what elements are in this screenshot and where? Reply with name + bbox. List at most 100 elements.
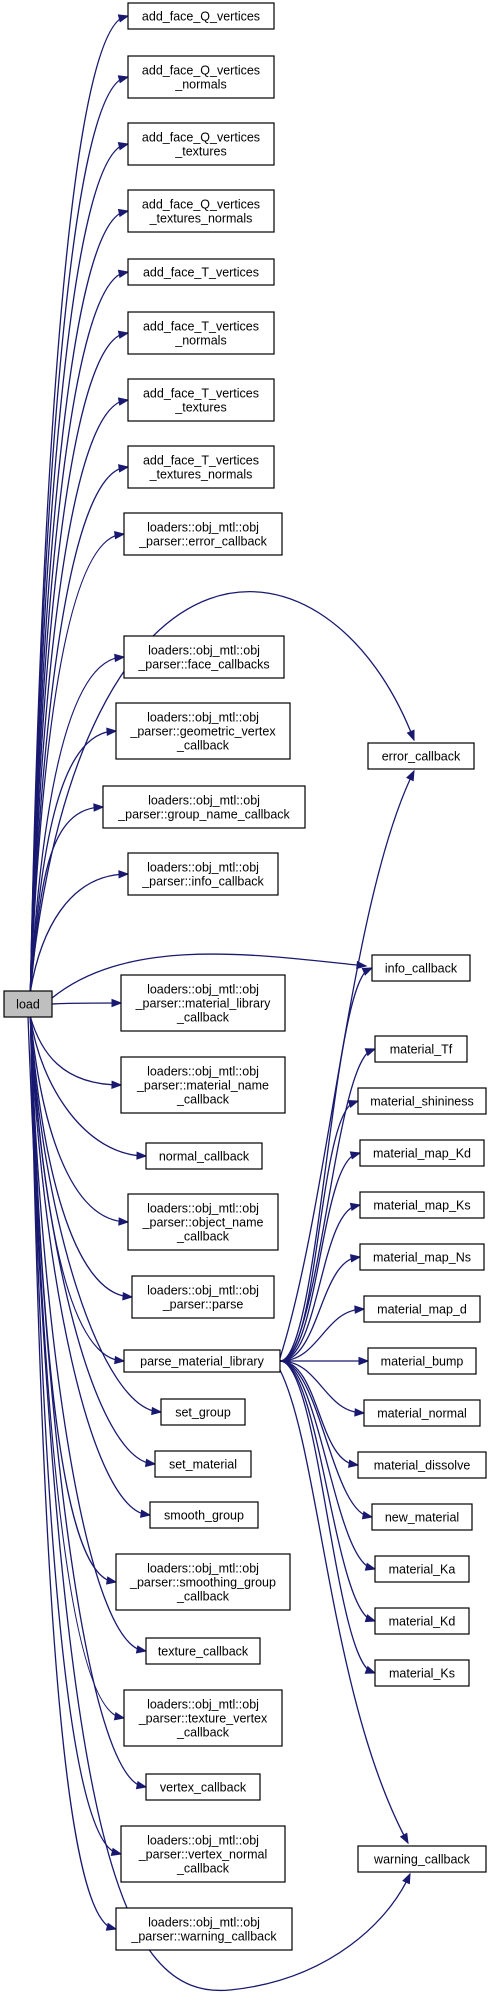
node-material-dissolve[interactable]: material_dissolve: [357, 1451, 487, 1479]
edge-load-to-add_face_T_vertices_textures: [29, 399, 129, 992]
node-label-line: normal_callback: [159, 1150, 250, 1164]
node-label-line: loaders::obj_mtl::obj: [148, 1916, 260, 1930]
node-label-line: material_dissolve: [374, 1459, 471, 1473]
node-parser-face-callbacks[interactable]: loaders::obj_mtl::obj_parser::face_callb…: [123, 635, 285, 679]
node-box: [357, 1451, 487, 1479]
node-material-Ks[interactable]: material_Ks: [374, 1659, 470, 1687]
edge-parse_material_library-to-material_Ka: [279, 1360, 376, 1570]
edge-parse_material_library-to-material_map_d: [279, 1308, 365, 1362]
node-add-face-T-vertices-textures-normals[interactable]: add_face_T_vertices_textures_normals: [127, 445, 275, 489]
edge-load-to-error_callback: [29, 591, 415, 992]
arrowhead-load-to-parser_smoothing_group_callback: [105, 1576, 118, 1585]
node-label-line: loaders::obj_mtl::obj: [147, 1562, 259, 1576]
node-parse-material-library[interactable]: parse_material_library: [123, 1349, 281, 1373]
node-box: [359, 1243, 485, 1271]
node-label-line: _textures_normals: [149, 468, 253, 482]
edge-parse_material_library-to-warning_callback: [279, 1369, 409, 1844]
node-add-face-Q-vertices[interactable]: add_face_Q_vertices: [127, 2, 275, 30]
node-material-map-Ks[interactable]: material_map_Ks: [359, 1191, 485, 1219]
node-label-line: smooth_group: [164, 1509, 244, 1523]
node-parser-group-name-callback[interactable]: loaders::obj_mtl::obj_parser::group_name…: [102, 785, 306, 829]
edge-load-to-texture_callback: [29, 1016, 147, 1652]
node-material-shininess[interactable]: material_shininess: [357, 1087, 487, 1115]
node-label-line: material_Ks: [389, 1667, 455, 1681]
arrowhead-load-to-add_face_Q_vertices_textures_normals: [117, 208, 130, 218]
node-label-line: _parser::vertex_normal: [138, 1848, 268, 1862]
node-label-line: _parser::geometric_vertex: [129, 725, 276, 739]
node-label-line: _textures: [174, 145, 226, 159]
node-material-Tf[interactable]: material_Tf: [374, 1035, 468, 1063]
node-material-map-Kd[interactable]: material_map_Kd: [359, 1139, 485, 1167]
edge-load-to-parser_group_name_callback: [29, 806, 104, 992]
node-box: [115, 1907, 293, 1951]
node-material-Ka[interactable]: material_Ka: [374, 1555, 470, 1583]
node-add-face-Q-vertices-normals[interactable]: add_face_Q_vertices_normals: [127, 55, 275, 99]
node-normal-callback[interactable]: normal_callback: [145, 1142, 263, 1170]
arrowhead-load-to-add_face_Q_vertices: [117, 14, 130, 23]
node-parser-warning-callback[interactable]: loaders::obj_mtl::obj_parser::warning_ca…: [115, 1907, 293, 1951]
node-box: [127, 1193, 279, 1251]
node-parser-object-name-callback[interactable]: loaders::obj_mtl::obj_parser::object_nam…: [127, 1193, 279, 1251]
node-material-map-Ns[interactable]: material_map_Ns: [359, 1243, 485, 1271]
node-label-line: new_material: [385, 1511, 459, 1525]
node-add-face-T-vertices-textures[interactable]: add_face_T_vertices_textures: [127, 378, 275, 422]
edge-load-to-add_face_T_vertices_textures_normals: [29, 466, 129, 992]
node-error-callback[interactable]: error_callback: [367, 742, 475, 770]
edge-load-to-add_face_Q_vertices_textures: [29, 143, 129, 992]
node-parser-vertex-normal-callback[interactable]: loaders::obj_mtl::obj_parser::vertex_nor…: [120, 1825, 286, 1883]
arrowhead-load-to-add_face_T_vertices: [117, 269, 130, 279]
node-parser-texture-vertex-callback[interactable]: loaders::obj_mtl::obj_parser::texture_ve…: [123, 1689, 283, 1747]
node-label-line: material_map_d: [377, 1303, 467, 1317]
node-box: [359, 1191, 485, 1219]
node-box: [363, 1399, 481, 1427]
node-box: [127, 258, 275, 286]
node-label-line: add_face_Q_vertices: [142, 198, 260, 212]
node-new-material[interactable]: new_material: [371, 1503, 473, 1531]
node-material-bump[interactable]: material_bump: [367, 1347, 477, 1375]
node-add-face-Q-vertices-textures-normals[interactable]: add_face_Q_vertices_textures_normals: [127, 189, 275, 233]
node-label-line: parse_material_library: [140, 1355, 264, 1369]
node-info-callback[interactable]: info_callback: [371, 954, 471, 982]
node-add-face-T-vertices[interactable]: add_face_T_vertices: [127, 258, 275, 286]
node-label-line: _callback: [176, 1230, 230, 1244]
node-parser-material-library-callback[interactable]: loaders::obj_mtl::obj_parser::material_l…: [120, 974, 286, 1032]
arrowhead-parse_material_library-to-material_normal: [354, 1408, 366, 1417]
arrowhead-load-to-warning_callback: [402, 1872, 411, 1885]
node-vertex-callback[interactable]: vertex_callback: [145, 1773, 261, 1801]
node-material-map-d[interactable]: material_map_d: [363, 1295, 481, 1323]
node-label-line: add_face_Q_vertices: [142, 10, 260, 24]
node-parser-material-name-callback[interactable]: loaders::obj_mtl::obj_parser::material_n…: [120, 1056, 286, 1114]
arrowhead-load-to-add_face_Q_vertices_textures: [117, 141, 130, 151]
node-parser-parse[interactable]: loaders::obj_mtl::obj_parser::parse: [131, 1275, 275, 1319]
edge-load-to-parser_face_callbacks: [29, 656, 125, 992]
node-load[interactable]: load: [3, 990, 53, 1018]
node-parser-smoothing-group-callback[interactable]: loaders::obj_mtl::obj_parser::smoothing_…: [115, 1553, 291, 1611]
arrowhead-parse_material_library-to-material_Ka: [364, 1562, 377, 1571]
node-label-line: _normals: [174, 334, 226, 348]
edge-parse_material_library-to-material_dissolve: [279, 1360, 359, 1466]
arrowhead-load-to-parser_material_name_callback: [111, 1080, 123, 1090]
node-parser-info-callback[interactable]: loaders::obj_mtl::obj_parser::info_callb…: [127, 852, 279, 896]
node-label-line: loaders::obj_mtl::obj: [147, 983, 259, 997]
node-set-material[interactable]: set_material: [154, 1450, 252, 1478]
node-box: [357, 1845, 487, 1873]
node-material-Kd[interactable]: material_Kd: [374, 1607, 470, 1635]
node-smooth-group[interactable]: smooth_group: [149, 1501, 259, 1529]
node-add-face-Q-vertices-textures[interactable]: add_face_Q_vertices_textures: [127, 122, 275, 166]
node-material-normal[interactable]: material_normal: [363, 1399, 481, 1427]
node-parser-error-callback[interactable]: loaders::obj_mtl::obj_parser::error_call…: [123, 512, 283, 556]
call-graph-edges: [27, 14, 415, 1992]
edge-load-to-info_callback: [51, 953, 367, 999]
node-parser-geometric-vertex-callback[interactable]: loaders::obj_mtl::obj_parser::geometric_…: [115, 702, 291, 760]
node-warning-callback[interactable]: warning_callback: [357, 1845, 487, 1873]
arrowhead-load-to-parser_parse: [122, 1292, 134, 1301]
node-box: [123, 1349, 281, 1373]
node-texture-callback[interactable]: texture_callback: [145, 1637, 261, 1665]
node-box: [120, 974, 286, 1032]
node-set-group[interactable]: set_group: [160, 1398, 246, 1426]
node-add-face-T-vertices-normals[interactable]: add_face_T_vertices_normals: [127, 311, 275, 355]
node-label-line: _parser::group_name_callback: [117, 808, 290, 822]
node-label-line: _callback: [176, 1093, 230, 1107]
node-label-line: _parser::material_library: [135, 997, 272, 1011]
edge-load-to-parser_info_callback: [29, 873, 129, 992]
